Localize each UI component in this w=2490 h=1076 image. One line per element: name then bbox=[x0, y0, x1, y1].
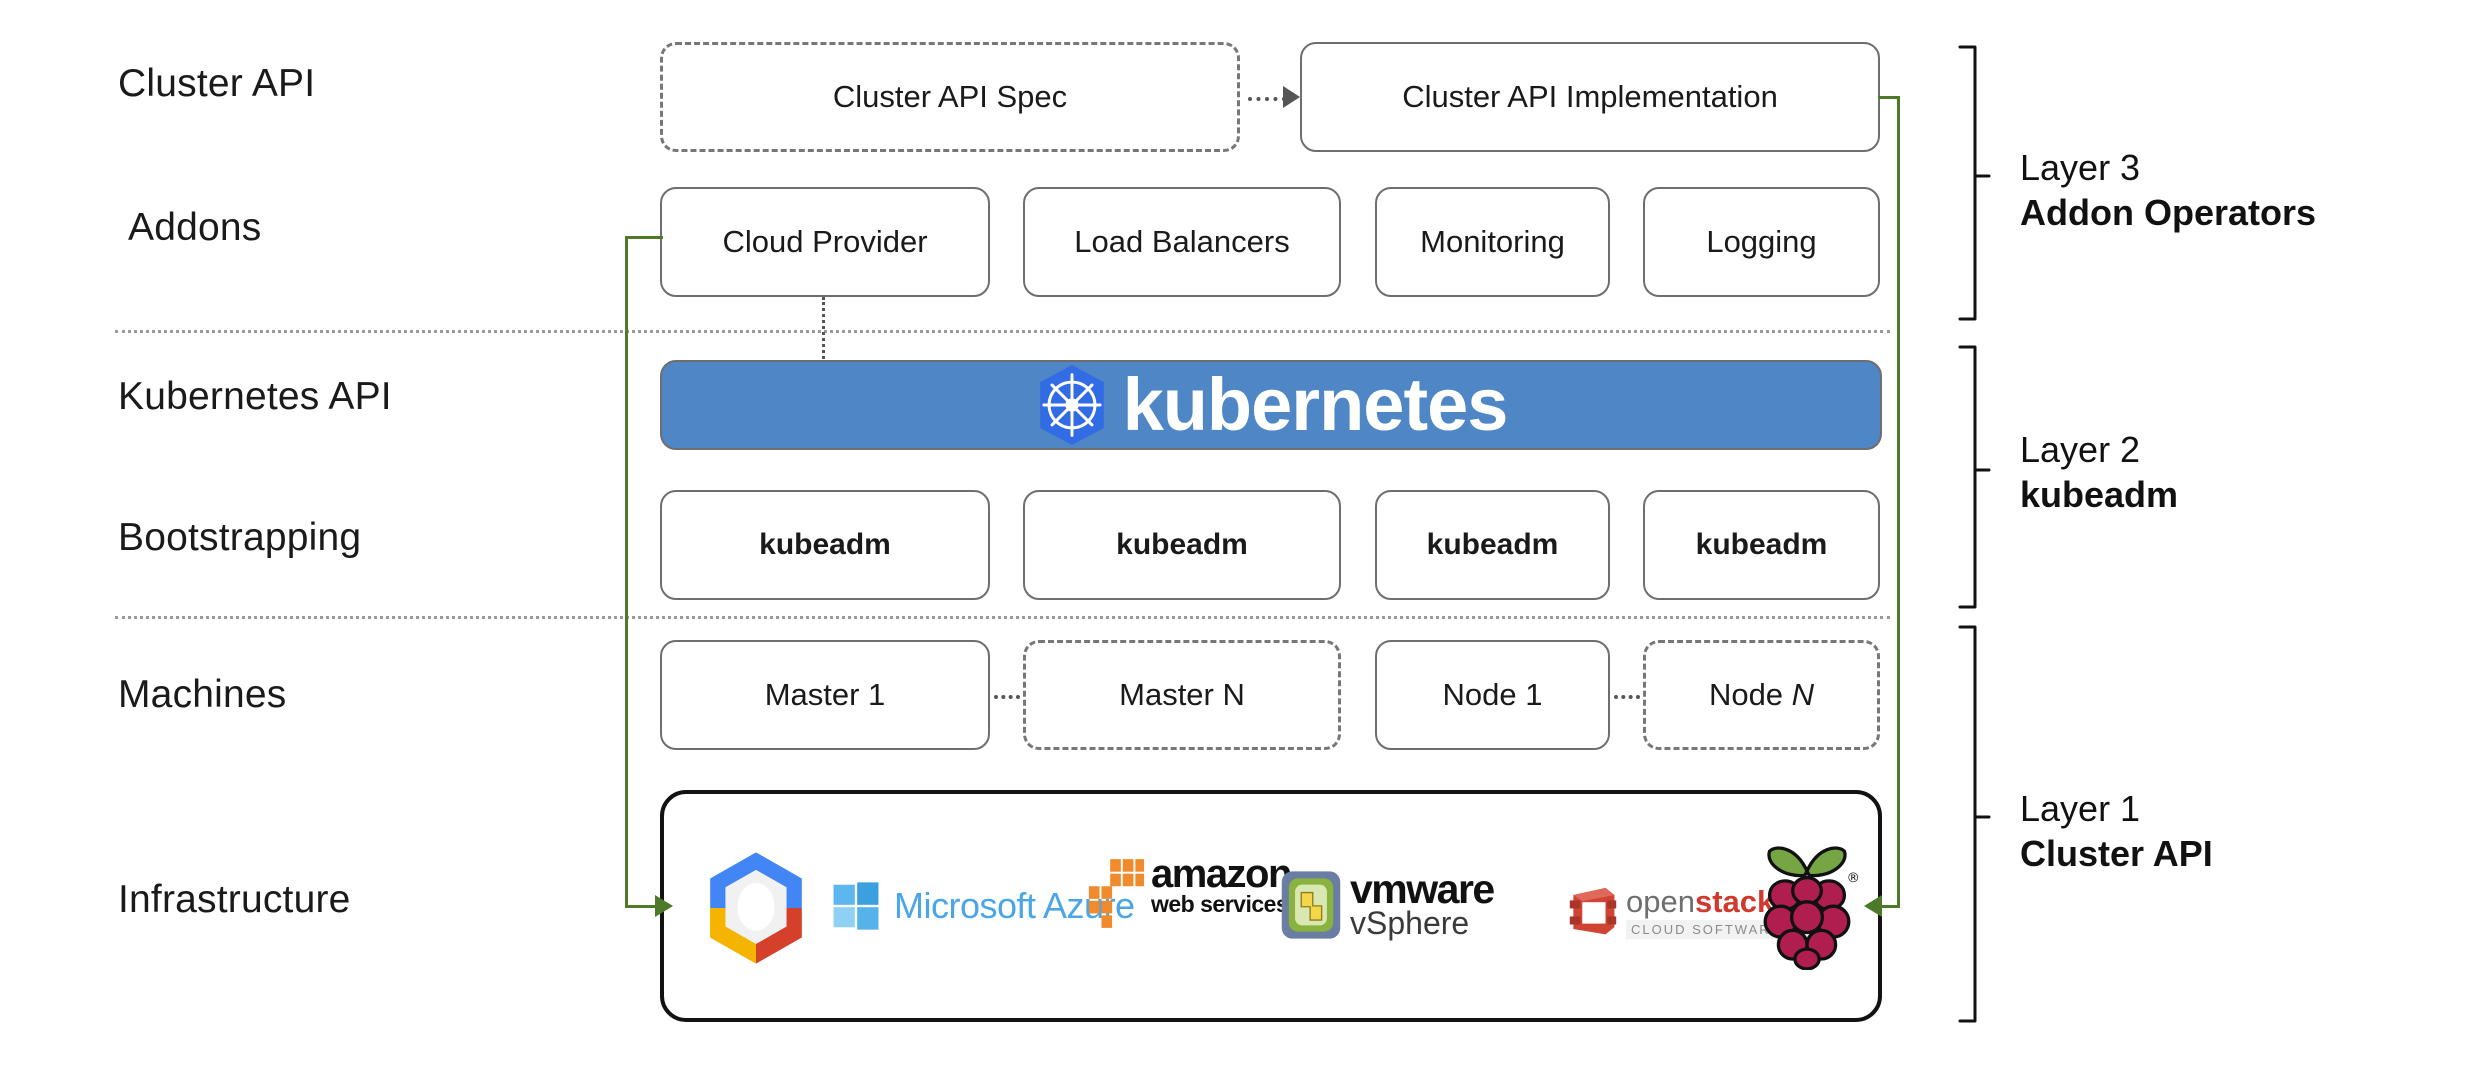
layer-2-name: kubeadm bbox=[2020, 474, 2179, 515]
addon-box-monitoring[interactable]: Monitoring bbox=[1375, 187, 1610, 297]
node-1-to-node-n-connector bbox=[1614, 695, 1640, 699]
implementation-to-infrastructure-arrowhead bbox=[1864, 895, 1882, 917]
cloud-provider-to-infrastructure-segment-horizontal-top bbox=[625, 236, 663, 239]
bootstrapping-label-1: kubeadm bbox=[759, 528, 891, 561]
microsoft-window-icon bbox=[833, 882, 879, 930]
web-services-wordmark: web services bbox=[1151, 891, 1289, 917]
bootstrapping-label-3: kubeadm bbox=[1426, 528, 1559, 561]
cloud-provider-to-infrastructure-segment-vertical bbox=[625, 236, 628, 908]
implementation-to-infrastructure-segment-horizontal-bottom bbox=[1880, 905, 1900, 908]
bootstrapping-box-3[interactable]: kubeadm bbox=[1375, 490, 1610, 600]
cluster-api-spec-box[interactable]: Cluster API Spec bbox=[660, 42, 1240, 152]
bootstrapping-box-4[interactable]: kubeadm bbox=[1643, 490, 1880, 600]
machine-box-node-n[interactable]: Node N bbox=[1643, 640, 1880, 750]
machine-box-master-n[interactable]: Master N bbox=[1023, 640, 1341, 750]
row-label-bootstrapping: Bootstrapping bbox=[118, 516, 362, 559]
amazon-web-services-logo: amazon web services bbox=[1085, 852, 1292, 955]
machine-box-node-1[interactable]: Node 1 bbox=[1375, 640, 1610, 750]
layer-2-label: Layer 2 kubeadm bbox=[2020, 427, 2178, 517]
bootstrapping-box-2[interactable]: kubeadm bbox=[1023, 490, 1341, 600]
implementation-to-infrastructure-segment-horizontal-top bbox=[1878, 96, 1900, 99]
spec-to-implementation-arrowhead bbox=[1283, 86, 1300, 108]
spec-to-implementation-connector bbox=[1248, 97, 1286, 101]
layer-1-bracket bbox=[1955, 624, 1995, 1024]
openstack-logo: openstack™ CLOUD SOFTWARE bbox=[1568, 872, 1788, 952]
section-divider-addons-kubernetes bbox=[115, 330, 1890, 333]
layer-3-number: Layer 3 bbox=[2020, 147, 2141, 188]
svg-text:®: ® bbox=[1847, 871, 1860, 886]
addon-box-cloud-provider[interactable]: Cloud Provider bbox=[660, 187, 990, 297]
cloud-provider-to-kubernetes-connector bbox=[822, 297, 825, 365]
machine-label-master-n: Master N bbox=[1119, 677, 1245, 712]
cluster-api-implementation-label: Cluster API Implementation bbox=[1402, 79, 1778, 114]
infrastructure-box[interactable] bbox=[660, 790, 1882, 1022]
layer-3-label: Layer 3 Addon Operators bbox=[2020, 145, 2316, 235]
row-label-cluster-api: Cluster API bbox=[118, 62, 316, 105]
cloud-provider-to-infrastructure-arrowhead bbox=[655, 895, 673, 917]
layer-2-bracket bbox=[1955, 344, 1995, 610]
addon-box-logging[interactable]: Logging bbox=[1643, 187, 1880, 297]
row-label-kubernetes-api: Kubernetes API bbox=[118, 375, 392, 418]
openstack-open-wordmark: open bbox=[1626, 883, 1695, 919]
machine-box-master-1[interactable]: Master 1 bbox=[660, 640, 990, 750]
bootstrapping-label-2: kubeadm bbox=[1116, 528, 1248, 561]
addon-label-cloud-provider: Cloud Provider bbox=[722, 224, 928, 259]
master-1-to-master-n-connector bbox=[994, 695, 1020, 699]
google-cloud-platform-logo bbox=[700, 848, 812, 968]
cluster-api-implementation-box[interactable]: Cluster API Implementation bbox=[1300, 42, 1880, 152]
machine-label-node-1: Node 1 bbox=[1442, 677, 1543, 712]
layer-3-name: Addon Operators bbox=[2020, 192, 2317, 233]
kubernetes-helm-wheel-icon bbox=[1035, 363, 1109, 447]
openstack-icon bbox=[1569, 887, 1617, 935]
openstack-tagline: CLOUD SOFTWARE bbox=[1626, 919, 1787, 939]
section-divider-bootstrapping-machines bbox=[115, 616, 1890, 619]
row-label-infrastructure: Infrastructure bbox=[118, 878, 351, 921]
layer-1-name: Cluster API bbox=[2020, 833, 2213, 874]
bootstrapping-label-4: kubeadm bbox=[1695, 528, 1828, 561]
openstack-stack-wordmark: stack bbox=[1694, 883, 1775, 919]
vsphere-icon bbox=[1281, 871, 1341, 939]
kubernetes-api-banner[interactable]: kubernetes bbox=[660, 360, 1882, 450]
cluster-api-spec-label: Cluster API Spec bbox=[832, 79, 1068, 114]
vsphere-wordmark: vSphere bbox=[1350, 905, 1470, 942]
addon-label-logging: Logging bbox=[1706, 224, 1817, 259]
layer-2-number: Layer 2 bbox=[2020, 429, 2141, 470]
layer-1-number: Layer 1 bbox=[2020, 788, 2141, 829]
kubernetes-wordmark: kubernetes bbox=[1122, 363, 1509, 446]
addon-label-monitoring: Monitoring bbox=[1420, 224, 1565, 259]
amazon-wordmark: amazon bbox=[1151, 852, 1292, 896]
vmware-vsphere-logo: vmware vSphere bbox=[1280, 860, 1495, 950]
row-label-machines: Machines bbox=[118, 673, 287, 716]
machine-label-master-1: Master 1 bbox=[764, 677, 886, 712]
vmware-wordmark: vmware bbox=[1350, 865, 1495, 912]
bootstrapping-box-1[interactable]: kubeadm bbox=[660, 490, 990, 600]
aws-cubes-icon bbox=[1088, 859, 1145, 928]
machine-label-node-n: Node N bbox=[1708, 677, 1815, 712]
layer-1-label: Layer 1 Cluster API bbox=[2020, 786, 2213, 876]
addon-label-load-balancers: Load Balancers bbox=[1074, 224, 1290, 259]
addon-box-load-balancers[interactable]: Load Balancers bbox=[1023, 187, 1341, 297]
implementation-to-infrastructure-segment-vertical bbox=[1897, 96, 1900, 908]
row-label-addons: Addons bbox=[128, 206, 262, 249]
layer-3-bracket bbox=[1955, 44, 1995, 322]
raspberry-pi-logo: ® bbox=[1752, 838, 1862, 970]
cloud-provider-to-infrastructure-segment-horizontal-bottom bbox=[625, 905, 661, 908]
